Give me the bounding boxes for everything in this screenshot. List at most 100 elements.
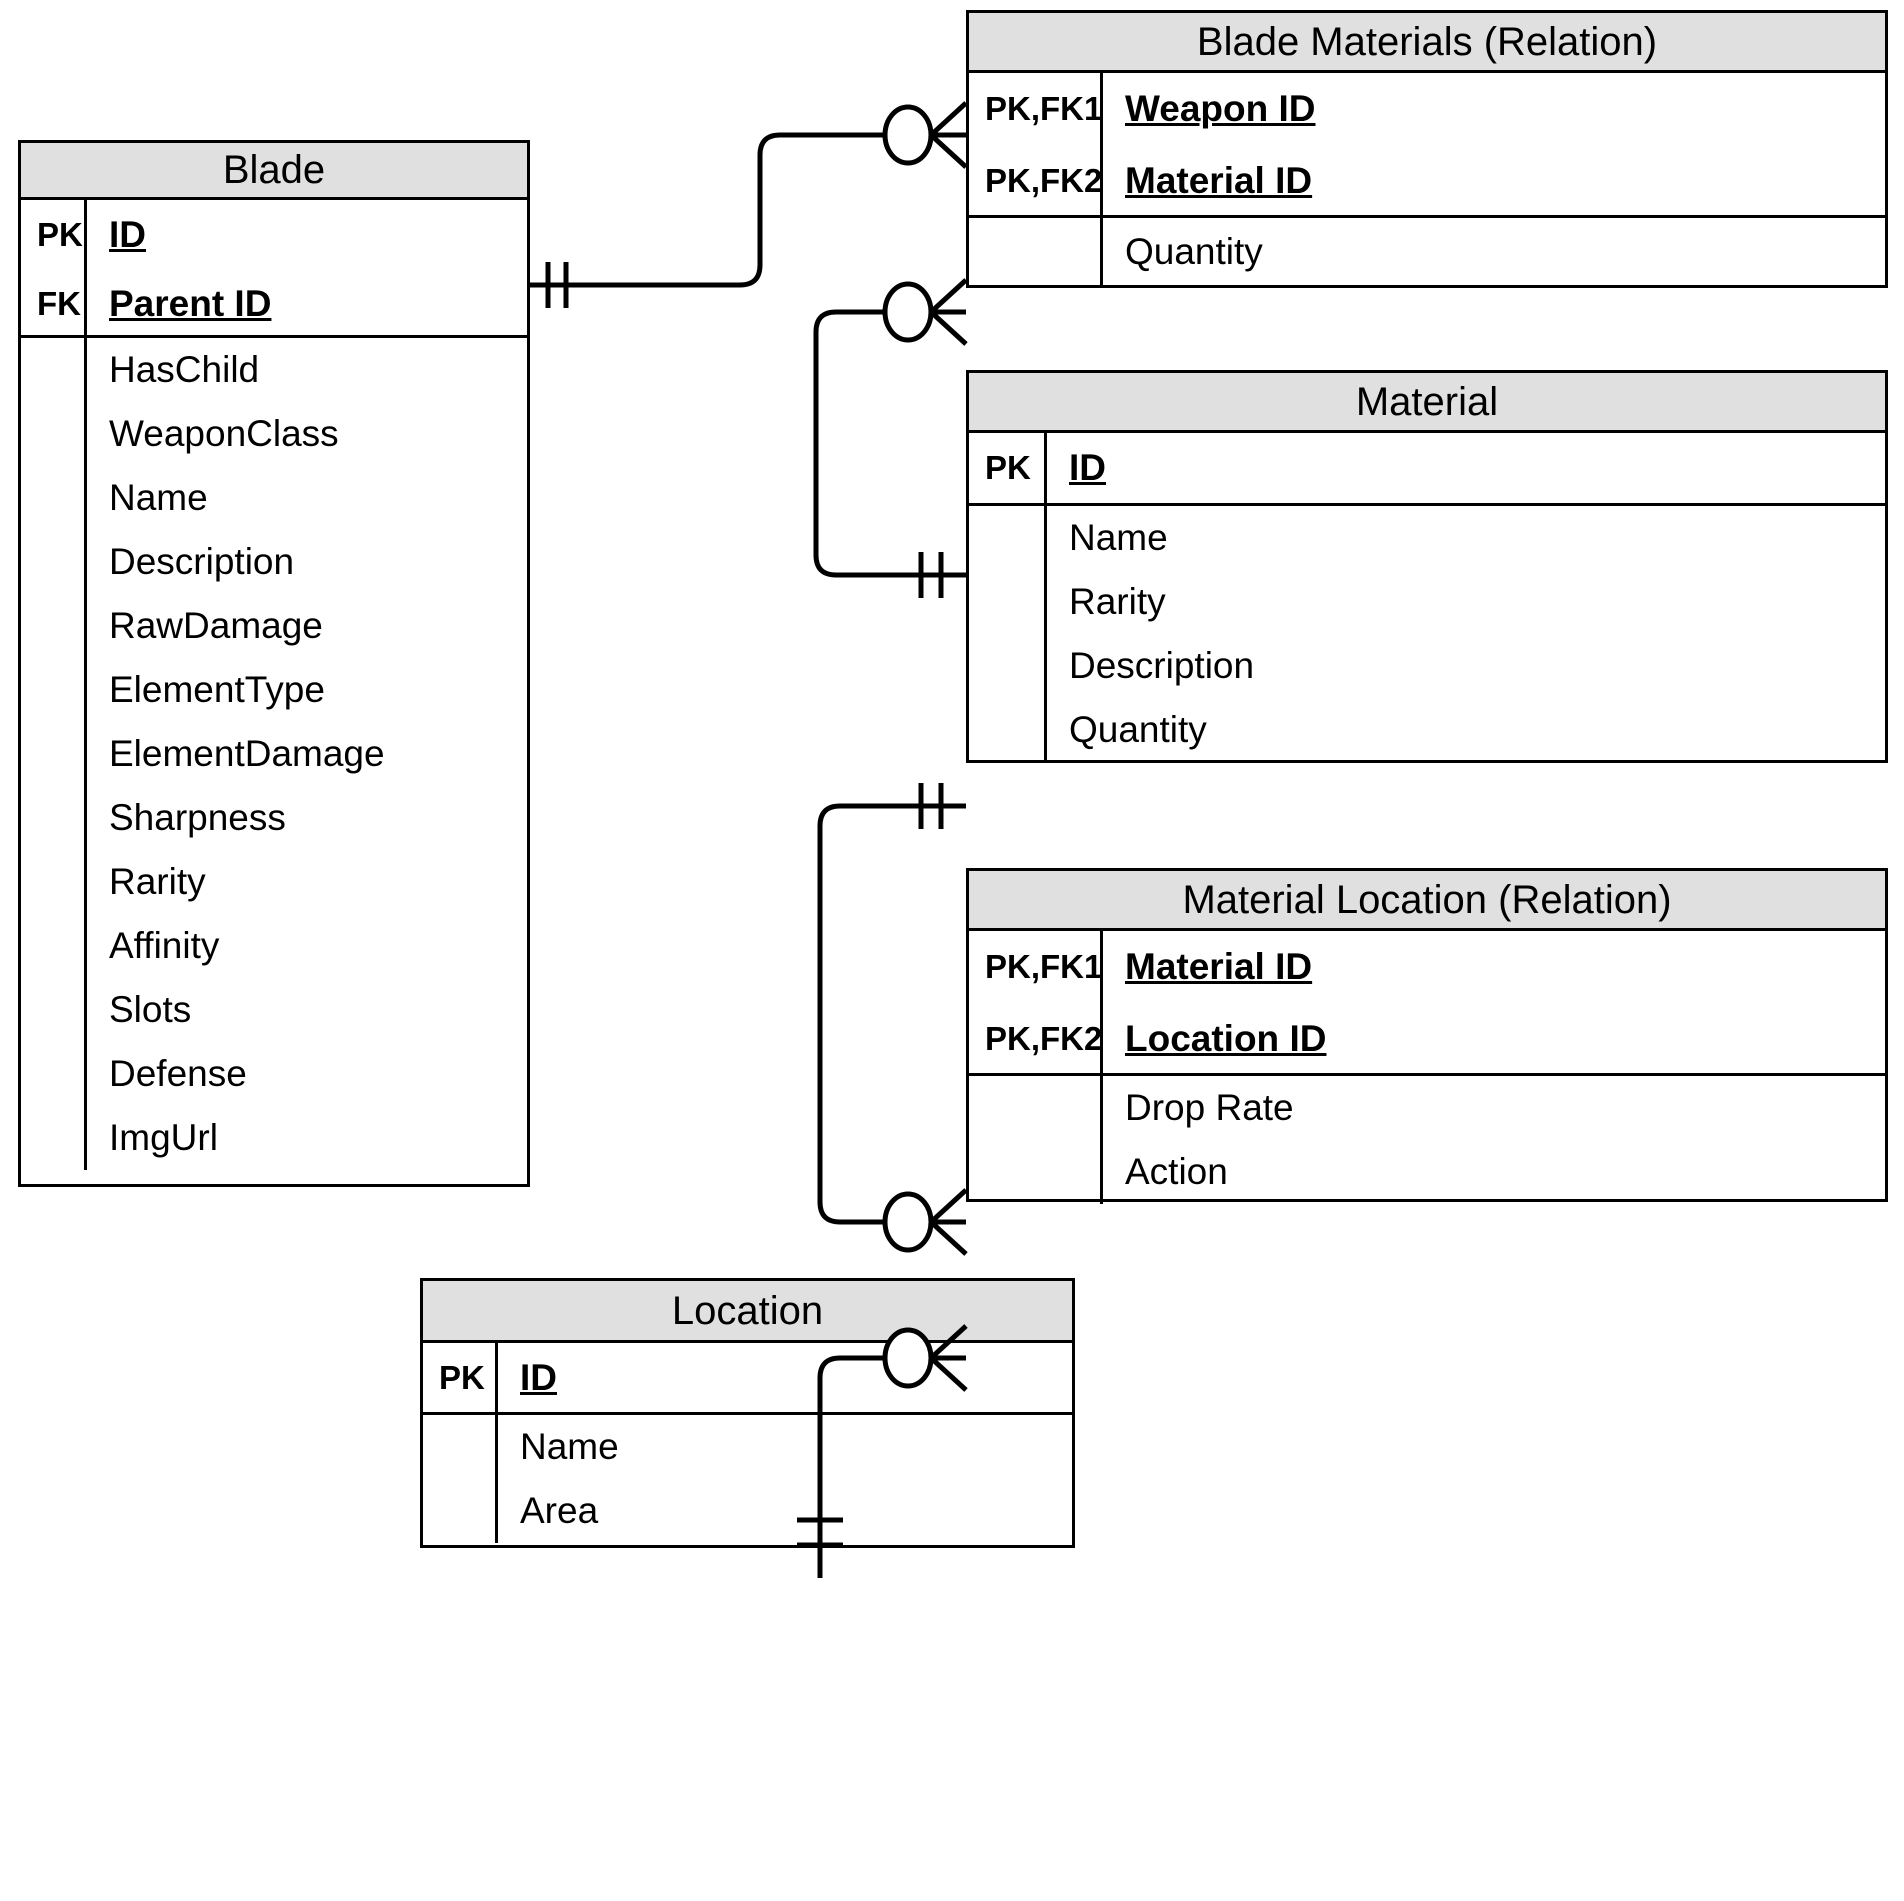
attribute-key [969, 1076, 1100, 1140]
attribute-name: Area [495, 1479, 1072, 1543]
attribute-name: Action [1100, 1140, 1885, 1204]
entity-material-location[interactable]: Material Location (Relation) PK,FK1 Mate… [966, 868, 1888, 1204]
attribute-row[interactable]: Slots [21, 978, 527, 1042]
entity-blade-keys: PK ID FK Parent ID [21, 200, 527, 338]
attribute-row[interactable]: Description [969, 634, 1885, 698]
attribute-key [969, 1140, 1100, 1204]
attribute-name: ID [495, 1343, 1072, 1412]
connector-blade-to-blade-materials [530, 132, 885, 288]
attribute-row[interactable]: Name [969, 506, 1885, 570]
attribute-name: Rarity [1044, 570, 1885, 634]
entity-location-attributes: Name Area [423, 1415, 1072, 1543]
attribute-row[interactable]: Quantity [969, 698, 1885, 762]
attribute-row[interactable]: Affinity [21, 914, 527, 978]
attribute-key [21, 1042, 84, 1106]
crowfoot-upper [929, 101, 968, 137]
attribute-row[interactable]: FK Parent ID [21, 269, 527, 338]
attribute-row[interactable]: PK ID [21, 200, 527, 269]
attribute-name: Defense [84, 1042, 527, 1106]
attribute-row[interactable]: PK,FK1 Material ID [969, 931, 1885, 1003]
attribute-name: ID [1044, 433, 1885, 503]
attribute-name: Quantity [1100, 218, 1885, 285]
attribute-key [423, 1415, 495, 1479]
entity-blade-materials[interactable]: Blade Materials (Relation) PK,FK1 Weapon… [966, 10, 1888, 288]
attribute-key [21, 402, 84, 466]
attribute-key [21, 338, 84, 402]
attribute-key [21, 850, 84, 914]
attribute-key: FK [37, 284, 81, 322]
entity-blade[interactable]: Blade PK ID FK Parent ID HasChild Weapon… [18, 140, 530, 1187]
attribute-name: Weapon ID [1100, 73, 1885, 145]
attribute-name: ElementType [84, 658, 527, 722]
entity-blade-title: Blade [21, 143, 527, 200]
attribute-row[interactable]: Rarity [21, 850, 527, 914]
attribute-key [21, 786, 84, 850]
attribute-row[interactable]: RawDamage [21, 594, 527, 658]
attribute-name: ElementDamage [84, 722, 527, 786]
attribute-row[interactable]: Drop Rate [969, 1076, 1885, 1140]
attribute-row[interactable]: WeaponClass [21, 402, 527, 466]
connector-material-to-material-location [817, 803, 966, 1225]
crowfoot-lower [929, 310, 968, 346]
attribute-name: Slots [84, 978, 527, 1042]
attribute-name: HasChild [84, 338, 527, 402]
attribute-key: PK [439, 1358, 485, 1396]
attribute-name: Quantity [1044, 698, 1885, 762]
attribute-name: Rarity [84, 850, 527, 914]
cardinality-zero-circle [882, 104, 934, 166]
attribute-row[interactable]: Name [423, 1415, 1072, 1479]
attribute-key [969, 698, 1044, 762]
cardinality-zero-circle [882, 1191, 934, 1253]
attribute-row[interactable]: ImgUrl [21, 1106, 527, 1170]
attribute-key [969, 570, 1044, 634]
attribute-row[interactable]: Action [969, 1140, 1885, 1204]
crowfoot-upper [929, 1188, 968, 1224]
entity-blade-attributes: HasChild WeaponClass Name Description Ra… [21, 338, 527, 1170]
attribute-key [423, 1479, 495, 1543]
entity-blade-materials-attributes: Quantity [969, 218, 1885, 285]
attribute-key [21, 530, 84, 594]
attribute-key [969, 506, 1044, 570]
attribute-name: Description [84, 530, 527, 594]
attribute-row[interactable]: Defense [21, 1042, 527, 1106]
attribute-key [21, 658, 84, 722]
attribute-name: Drop Rate [1100, 1076, 1885, 1140]
attribute-row[interactable]: Sharpness [21, 786, 527, 850]
attribute-key [21, 978, 84, 1042]
entity-material-keys: PK ID [969, 433, 1885, 506]
attribute-row[interactable]: ElementType [21, 658, 527, 722]
entity-material[interactable]: Material PK ID Name Rarity Description [966, 370, 1888, 763]
attribute-row[interactable]: Quantity [969, 218, 1885, 285]
attribute-key [21, 722, 84, 786]
entity-blade-materials-title: Blade Materials (Relation) [969, 13, 1885, 73]
attribute-name: Material ID [1100, 145, 1885, 217]
attribute-row[interactable]: HasChild [21, 338, 527, 402]
entity-material-attributes: Name Rarity Description Quantity [969, 506, 1885, 762]
entity-location[interactable]: Location PK ID Name Area [420, 1278, 1075, 1548]
attribute-row[interactable]: PK,FK2 Location ID [969, 1003, 1885, 1075]
attribute-name: ImgUrl [84, 1106, 527, 1170]
attribute-row[interactable]: ElementDamage [21, 722, 527, 786]
attribute-row[interactable]: Description [21, 530, 527, 594]
attribute-row[interactable]: PK ID [969, 433, 1885, 503]
attribute-key [969, 634, 1044, 698]
attribute-name: Name [84, 466, 527, 530]
attribute-key: PK,FK1 [985, 90, 1103, 127]
attribute-name: Material ID [1100, 931, 1885, 1003]
attribute-name: WeaponClass [84, 402, 527, 466]
attribute-key: PK,FK1 [985, 948, 1103, 985]
attribute-row[interactable]: Area [423, 1479, 1072, 1543]
entity-material-location-keys: PK,FK1 Material ID PK,FK2 Location ID [969, 931, 1885, 1076]
attribute-row[interactable]: PK ID [423, 1343, 1072, 1412]
attribute-row[interactable]: Name [21, 466, 527, 530]
attribute-name: Name [1044, 506, 1885, 570]
attribute-name: Name [495, 1415, 1072, 1479]
attribute-key: PK,FK2 [985, 1020, 1103, 1057]
attribute-name: RawDamage [84, 594, 527, 658]
attribute-row[interactable]: Rarity [969, 570, 1885, 634]
attribute-key [21, 594, 84, 658]
attribute-row[interactable]: PK,FK1 Weapon ID [969, 73, 1885, 145]
connector-material-to-blade-materials [813, 309, 966, 578]
entity-material-title: Material [969, 373, 1885, 433]
attribute-row[interactable]: PK,FK2 Material ID [969, 145, 1885, 217]
